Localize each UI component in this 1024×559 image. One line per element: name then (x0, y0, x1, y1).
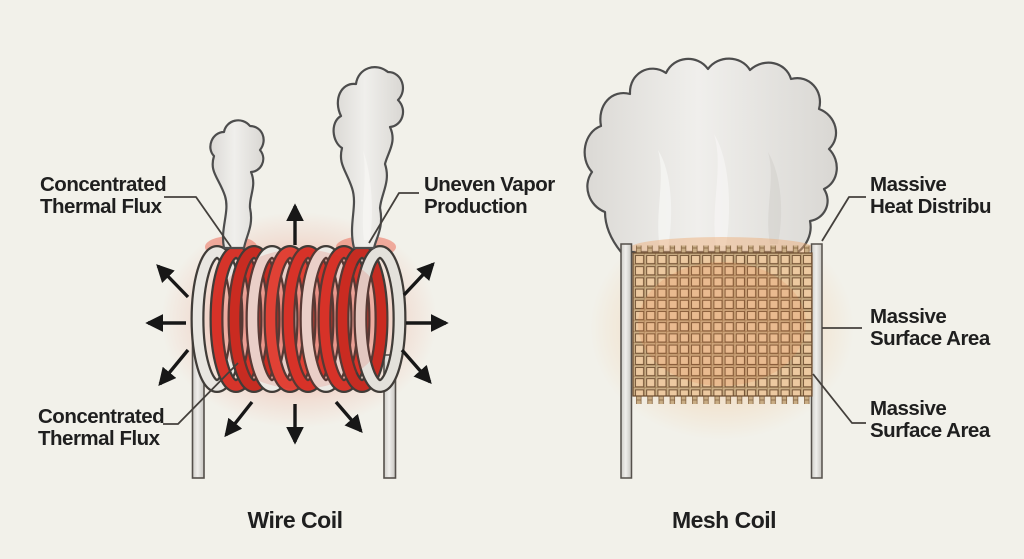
heat-arrow-down-left (158, 348, 190, 387)
leader-line-flux-bottom (163, 362, 239, 425)
turn-band (355, 247, 405, 391)
leader-line-vapor (368, 192, 419, 244)
cloud-shade (768, 152, 782, 244)
heat-radiation-arrows (145, 203, 449, 445)
vapor-cloud (583, 57, 838, 254)
label-heat-line1: Massive (870, 173, 946, 196)
mesh-teeth-top (633, 245, 812, 254)
caption-mesh-coil: Mesh Coil (672, 507, 776, 533)
wire-coil-panel: Concentrated Thermal Flux Uneven Vapor P… (38, 66, 556, 533)
caption-wire-coil: Wire Coil (248, 507, 343, 533)
coil-turns (190, 245, 407, 393)
coil-hot-core (212, 249, 388, 389)
leader-line-heat (821, 196, 866, 242)
heat-arrow-up-right (402, 262, 435, 297)
plume-highlight (362, 150, 372, 240)
leader-line-flux-top (164, 196, 232, 248)
coil-turn (353, 245, 407, 393)
mesh-grid (632, 252, 813, 397)
cloud-highlight (714, 134, 730, 246)
tall-vapor-plume (332, 66, 405, 250)
heat-arrow-up-left (156, 264, 190, 299)
turn-band (337, 247, 387, 391)
label-flux-top-line1: Concentrated (40, 173, 166, 196)
mesh-teeth-bottom (633, 395, 812, 404)
label-surface-bottom-line1: Massive (870, 397, 946, 420)
label-flux-bottom-line1: Concentrated (38, 405, 164, 428)
mesh-post-left (620, 243, 633, 479)
heat-arrow-below-left (224, 400, 254, 438)
label-vapor-line2: Production (424, 195, 527, 218)
coil-turn (335, 245, 389, 393)
heat-arrow-down-right (400, 348, 432, 384)
leader-line-surface-bottom (812, 373, 866, 424)
heat-arrow-below-right (334, 400, 363, 434)
label-surface-bottom-line2: Surface Area (870, 419, 991, 442)
small-vapor-plume (209, 119, 265, 250)
label-heat-line2: Heat Distribu (870, 195, 991, 218)
label-surface-mid-line1: Massive (870, 305, 946, 328)
cloud-highlight (658, 150, 672, 248)
mesh-post-right (810, 243, 823, 479)
mesh-hot-core (638, 262, 806, 386)
label-flux-bottom-line2: Thermal Flux (38, 427, 161, 450)
mesh-coil-panel: Massive Heat Distribu Massive Surface Ar… (583, 57, 992, 533)
label-vapor-line1: Uneven Vapor (424, 173, 555, 196)
label-flux-top-line2: Thermal Flux (40, 195, 163, 218)
label-surface-mid-line2: Surface Area (870, 327, 991, 350)
